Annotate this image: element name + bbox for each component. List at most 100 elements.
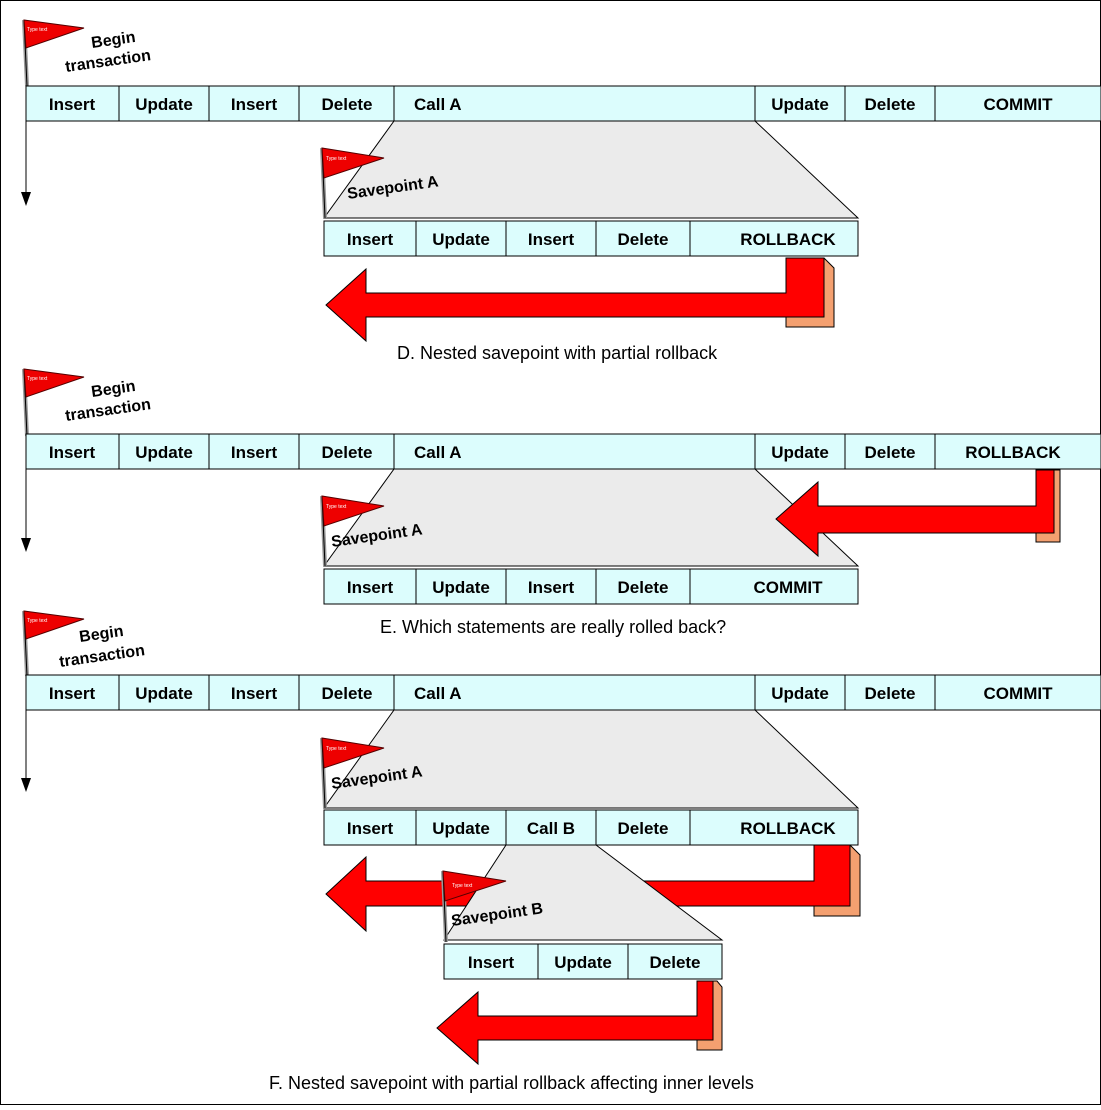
caption-f: F. Nested savepoint with partial rollbac… xyxy=(269,1073,754,1093)
rollback-label: ROLLBACK xyxy=(740,819,836,838)
statement-label: Delete xyxy=(321,95,372,114)
statement-label: Update xyxy=(135,684,193,703)
rollback-arrow xyxy=(775,469,1061,558)
statement-cell xyxy=(208,433,300,470)
statement-cell xyxy=(505,220,597,257)
statement-label: Insert xyxy=(49,95,96,114)
caption-e: E. Which statements are really rolled ba… xyxy=(380,617,726,637)
call-b-label: Call B xyxy=(527,819,575,838)
savepoint-a-row: Insert Update Insert Delete ROLLBACK xyxy=(323,220,859,257)
flag-tag-text: Type text xyxy=(27,618,48,624)
statement-label: Delete xyxy=(617,578,668,597)
statement-cell xyxy=(505,568,597,605)
statement-label: Delete xyxy=(864,443,915,462)
statement-label: Update xyxy=(432,230,490,249)
statement-label: Insert xyxy=(347,819,394,838)
statement-label: Update xyxy=(432,578,490,597)
statement-cell xyxy=(844,433,936,470)
call-a-cell xyxy=(393,433,756,470)
begin-label: Begin xyxy=(90,378,136,401)
begin-flag: Type text Begin transaction xyxy=(22,610,146,677)
section-f: Type text Begin transaction Insert Updat… xyxy=(21,610,1101,1093)
begin-flag: Type text Begin transaction xyxy=(22,368,152,437)
flag-icon xyxy=(442,870,507,902)
time-axis-arrowhead xyxy=(21,192,31,206)
flag-tag-text: Type text xyxy=(452,883,473,889)
rollback-label: ROLLBACK xyxy=(740,230,836,249)
statement-label: Update xyxy=(771,95,829,114)
flag-icon xyxy=(23,610,85,640)
statement-label: Insert xyxy=(49,684,96,703)
flag-icon xyxy=(23,368,85,398)
begin-label: Begin xyxy=(78,623,124,646)
statement-cell xyxy=(595,568,691,605)
statement-cell xyxy=(298,433,395,470)
statement-label: Delete xyxy=(321,443,372,462)
statement-cell xyxy=(754,85,846,122)
statement-cell xyxy=(844,674,936,711)
savepoint-a-row: Insert Update Insert Delete COMMIT xyxy=(323,568,859,605)
statement-cell xyxy=(415,220,507,257)
statement-label: Insert xyxy=(231,443,278,462)
call-a-expansion xyxy=(323,709,860,809)
time-axis-arrowhead xyxy=(21,538,31,552)
call-a-label: Call A xyxy=(414,684,462,703)
flag-tag-text: Type text xyxy=(27,27,48,33)
commit-label: COMMIT xyxy=(754,578,824,597)
statement-cell xyxy=(208,674,300,711)
statement-cell xyxy=(627,943,723,980)
statement-cell xyxy=(415,809,507,846)
statement-label: Update xyxy=(771,443,829,462)
flag-icon xyxy=(321,737,385,769)
call-a-label: Call A xyxy=(414,443,462,462)
savepoint-b-row: Insert Update Delete xyxy=(443,943,723,980)
rollback-label: ROLLBACK xyxy=(965,443,1061,462)
statement-cell xyxy=(323,809,417,846)
statement-label: Insert xyxy=(528,578,575,597)
statement-label: Delete xyxy=(649,953,700,972)
flag-tag-text: Type text xyxy=(27,376,48,382)
savepoint-a-row: Insert Update Call B Delete ROLLBACK xyxy=(323,809,859,846)
call-b-cell xyxy=(505,809,597,846)
statement-label: Update xyxy=(432,819,490,838)
statement-label: Delete xyxy=(864,95,915,114)
rollback-arrow xyxy=(436,980,723,1066)
statement-label: Update xyxy=(135,443,193,462)
statement-cell xyxy=(934,85,1101,122)
statement-cell xyxy=(754,433,846,470)
flag-tag-text: Type text xyxy=(326,504,347,510)
statement-label: Insert xyxy=(347,230,394,249)
statement-label: Delete xyxy=(617,819,668,838)
statement-label: Insert xyxy=(528,230,575,249)
rollback-arrow xyxy=(325,257,835,343)
statement-cell xyxy=(298,85,395,122)
main-transaction-row: Insert Update Insert Delete Call A Updat… xyxy=(25,674,1101,711)
statement-cell xyxy=(595,220,691,257)
statement-label: COMMIT xyxy=(984,684,1054,703)
flag-tag-text: Type text xyxy=(326,746,347,752)
statement-cell xyxy=(323,220,417,257)
statement-label: Delete xyxy=(617,230,668,249)
statement-label: Update xyxy=(554,953,612,972)
call-a-cell xyxy=(393,85,756,122)
statement-cell xyxy=(415,568,507,605)
statement-cell xyxy=(934,674,1101,711)
statement-cell xyxy=(689,568,859,605)
statement-cell xyxy=(595,809,691,846)
call-a-cell xyxy=(393,674,756,711)
begin-flag: Type text Begin transaction xyxy=(22,19,152,87)
flag-tag-text: Type text xyxy=(326,156,347,162)
statement-label: Update xyxy=(771,684,829,703)
statement-cell xyxy=(323,568,417,605)
statement-cell xyxy=(298,674,395,711)
statement-label: Insert xyxy=(468,953,515,972)
statement-label: Delete xyxy=(321,684,372,703)
statement-label: Insert xyxy=(49,443,96,462)
statement-label: Insert xyxy=(347,578,394,597)
begin-label: Begin xyxy=(90,29,136,52)
time-axis-arrowhead xyxy=(21,778,31,792)
statement-cell xyxy=(754,674,846,711)
statement-cell xyxy=(844,85,936,122)
statement-cell xyxy=(118,674,210,711)
